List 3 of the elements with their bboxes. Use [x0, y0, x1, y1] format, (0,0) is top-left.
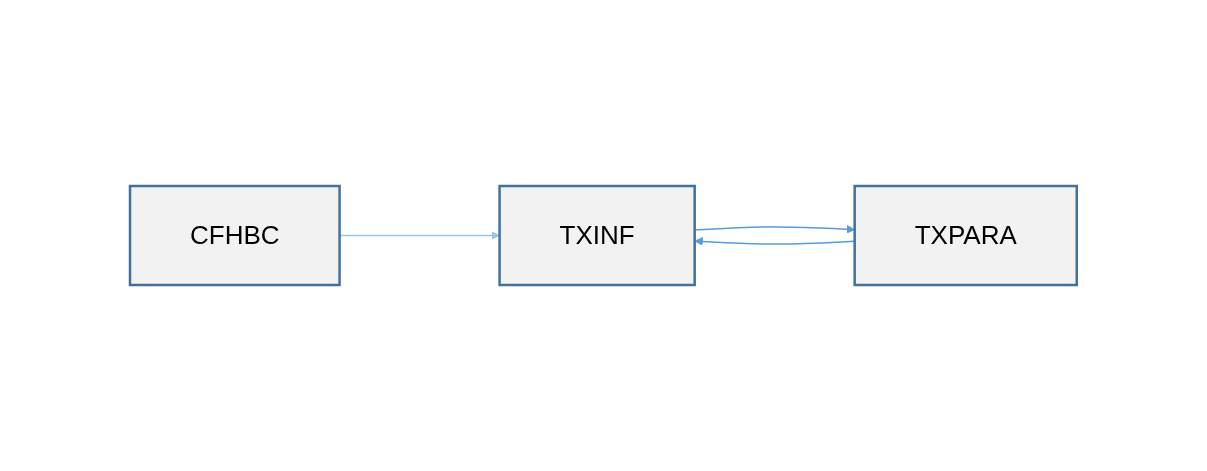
node-box: CFHBC — [128, 184, 341, 287]
node-box: TXPARA — [853, 184, 1079, 287]
node-box: TXINF — [498, 184, 697, 287]
